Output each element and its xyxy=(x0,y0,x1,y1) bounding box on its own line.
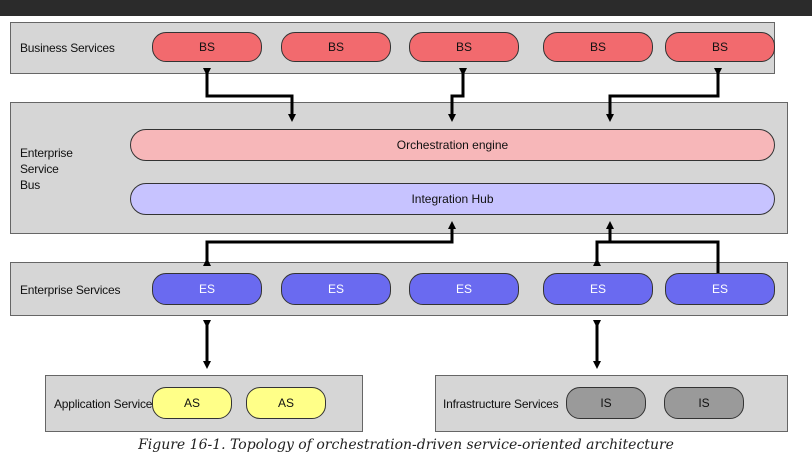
top-bar xyxy=(0,0,812,16)
application-service-node: AS xyxy=(152,387,232,419)
business-services-label: Business Services xyxy=(20,41,115,55)
enterprise-services-label: Enterprise Services xyxy=(20,283,121,297)
application-service-node: AS xyxy=(246,387,326,419)
enterprise-services-layer xyxy=(10,262,788,316)
enterprise-service-node: ES xyxy=(665,273,775,305)
infrastructure-service-node: IS xyxy=(664,387,744,419)
business-service-node: BS xyxy=(543,32,653,62)
esb-label-line-3: Bus xyxy=(20,178,41,192)
business-service-node: BS xyxy=(281,32,391,62)
esb-label-line-2: Service xyxy=(20,162,59,176)
business-service-node: BS xyxy=(665,32,775,62)
orchestration-engine: Orchestration engine xyxy=(130,129,775,161)
infrastructure-services-label: Infrastructure Services xyxy=(443,397,559,411)
enterprise-service-node: ES xyxy=(543,273,653,305)
line-es5-hub xyxy=(610,240,720,273)
arrow-es1-hub xyxy=(203,221,456,266)
arrow-bs3-orchestration xyxy=(448,68,467,122)
enterprise-service-node: ES xyxy=(281,273,391,305)
arrow-es4-hub xyxy=(593,221,614,266)
arrow-bs5-orchestration xyxy=(606,68,722,122)
business-service-node: BS xyxy=(409,32,519,62)
infrastructure-service-node: IS xyxy=(566,387,646,419)
figure-caption: Figure 16-1. Topology of orchestration-d… xyxy=(138,437,674,453)
esb-label-line-1: Enterprise xyxy=(20,146,73,160)
integration-hub: Integration Hub xyxy=(130,183,775,215)
application-services-label: Application Services xyxy=(54,397,159,411)
enterprise-service-node: ES xyxy=(409,273,519,305)
enterprise-service-node: ES xyxy=(152,273,262,305)
arrow-bs1-orchestration xyxy=(203,68,296,122)
business-service-node: BS xyxy=(152,32,262,62)
